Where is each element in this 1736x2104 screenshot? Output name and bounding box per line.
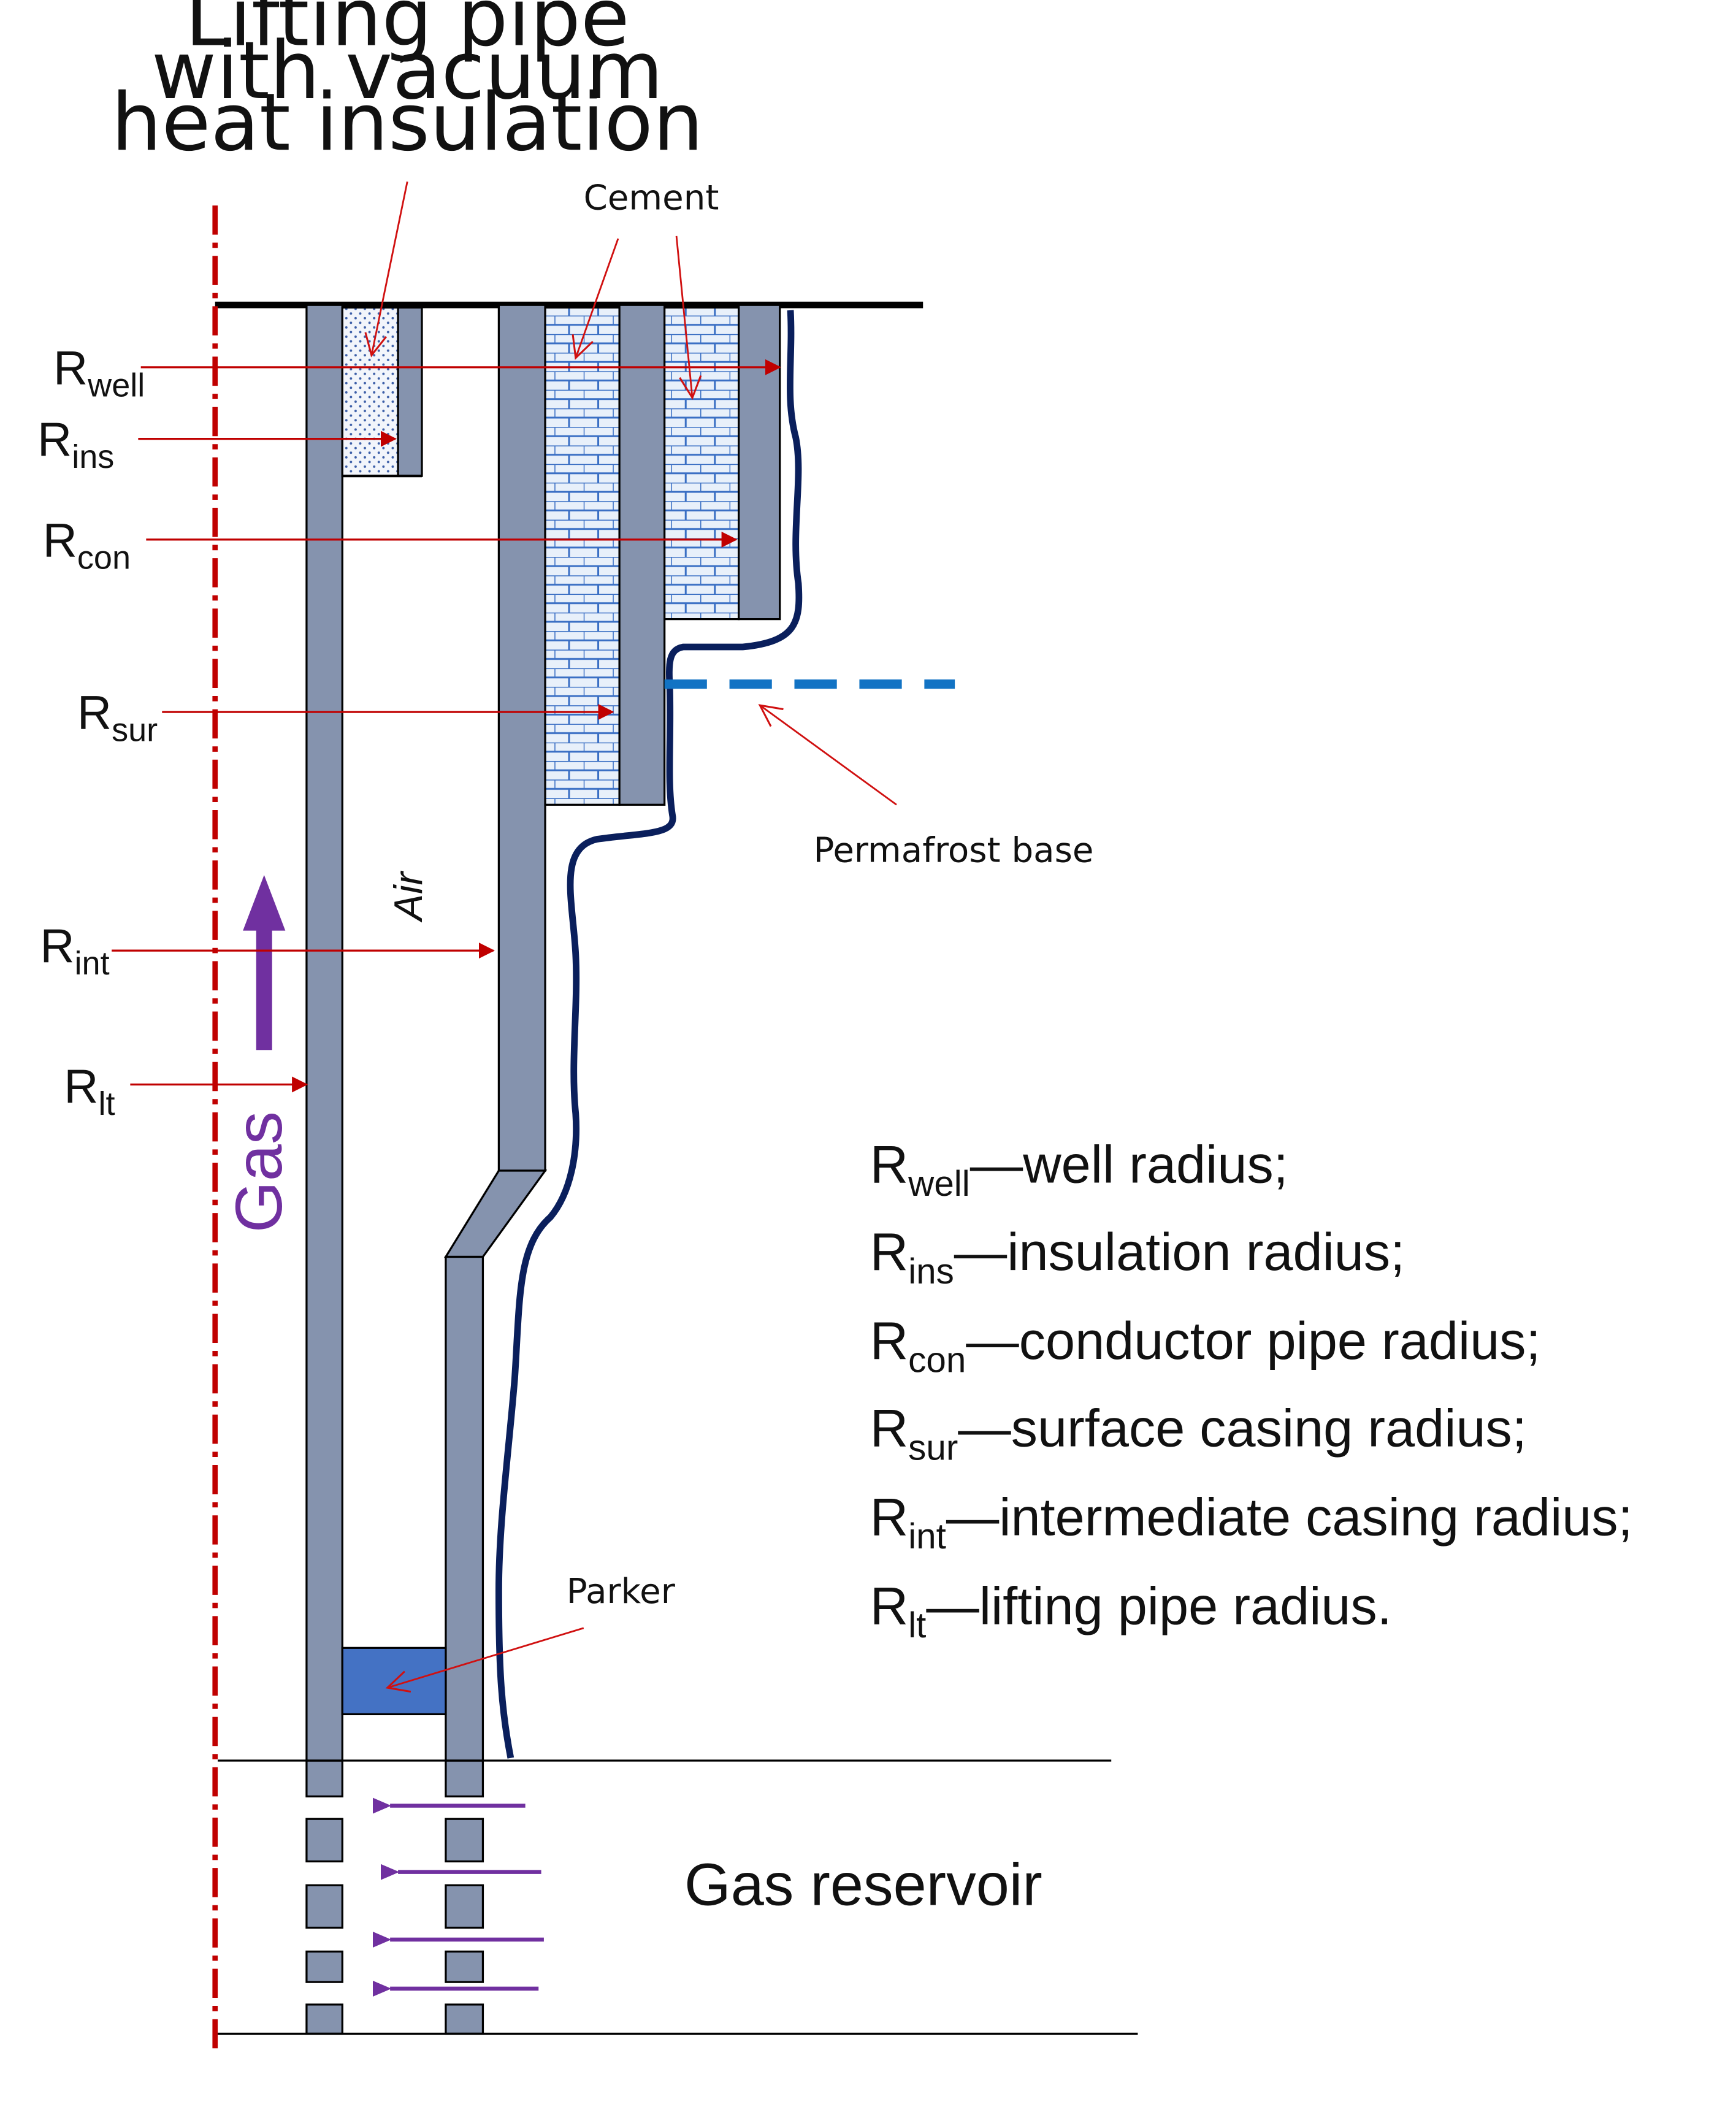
legend-item-sur: Rsur—surface casing radius; [870,1399,1527,1468]
r-int-label: Rint [40,920,109,982]
formation-boundary [495,310,803,1759]
r-well-label: Rwell [53,342,145,404]
legend-item-lt: Rlt—lifting pipe radius. [870,1577,1392,1645]
legend-item-well: Rwell—well radius; [870,1135,1288,1204]
gas-flow-up-arrow [243,874,286,1050]
lifting-pipe-label-line2: with vacuum [151,25,663,117]
legend-item-ins: Rins—insulation radius; [870,1223,1405,1291]
intermediate-casing-perforated [445,1759,484,2035]
legend-item-int: Rint—intermediate casing radius; [870,1488,1633,1557]
callout-pointers [364,181,897,1693]
lifting-pipe-pointer [364,181,408,358]
r-con-label: Rcon [43,515,131,576]
legend: Rwell—well radius; Rins—insulation radiu… [870,1135,1633,1645]
parker-pointer [385,1627,584,1693]
vacuum-insulation [341,306,399,477]
gas-label: Gas [221,1111,296,1233]
cement-layer-outer [663,306,740,621]
radius-labels: Rwell Rins Rcon Rsur Rint Rlt [37,342,158,1122]
radius-arrows [112,359,781,1093]
cement-layer-inner [544,306,621,806]
gas-reservoir-label: Gas reservoir [684,1851,1042,1918]
cement-pointer-right [675,235,702,400]
r-sur-label: Rsur [77,687,158,748]
parker-block [341,1647,447,1716]
insulation-outer-wall [397,306,423,477]
air-label: Air [386,870,430,923]
cement-pointer-left [572,238,619,360]
intermediate-casing-lower [445,1255,484,1762]
conductor-pipe [738,304,781,621]
gas-inflow-arrows [373,1797,544,1997]
lifting-pipe-wall [305,304,343,1762]
permafrost-pointer [758,704,897,806]
r-lt-label: Rlt [64,1061,115,1122]
surface-casing [618,304,666,806]
cement-label: Cement [584,178,719,218]
lifting-pipe-label-line1: Lifting pipe [185,0,630,64]
permafrost-base-label: Permafrost base [813,830,1093,870]
lifting-pipe-label-line3: heat insulation [111,76,703,169]
r-ins-label: Rins [37,414,114,475]
parker-label: Parker [567,1572,676,1612]
lifting-pipe-perforated [305,1759,343,2035]
intermediate-casing-upper [497,304,546,1172]
legend-item-con: Rcon—conductor pipe radius; [870,1312,1541,1380]
